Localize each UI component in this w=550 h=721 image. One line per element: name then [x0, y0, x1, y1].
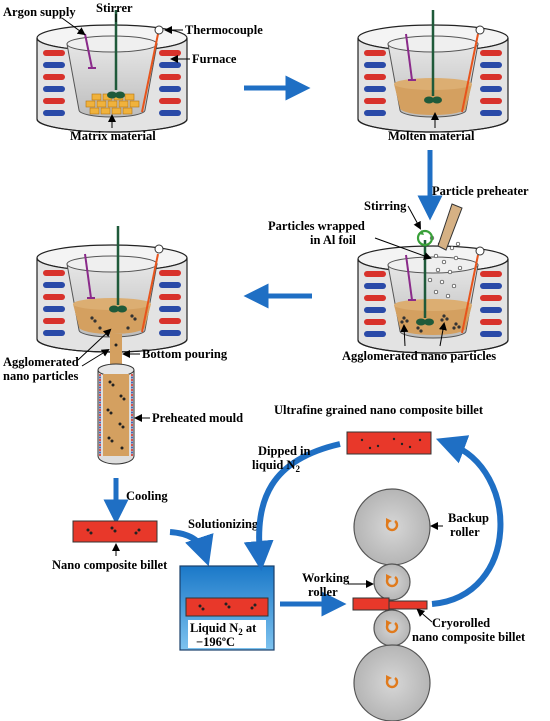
dipped-label-line1: Dipped in [258, 444, 311, 458]
argon-supply-label: Argon supply [3, 5, 76, 19]
solutionizing-label: Solutionizing [188, 517, 259, 531]
furnace-label: Furnace [192, 52, 237, 66]
matrix-material-label: Matrix material [70, 129, 156, 143]
backup-roller-top [353, 488, 431, 566]
preheated-mould-label: Preheated mould [152, 411, 243, 425]
bottom-pouring-label: Bottom pouring [142, 347, 228, 361]
particles-wrapped-label-line1: Particles wrapped [268, 219, 365, 233]
rolling-mill [352, 488, 431, 721]
stirring-label: Stirring [364, 199, 407, 213]
cooling-label: Cooling [126, 489, 168, 503]
working-roller-label-line2: roller [308, 585, 338, 599]
dipped-label-line2: liquid N2 [252, 458, 300, 474]
rotation-icon [385, 520, 399, 532]
liquid-nitrogen-bath [179, 565, 275, 651]
rotation-icon [385, 576, 399, 588]
furnace-particles [358, 203, 508, 353]
furnace-matrix [37, 10, 187, 132]
agglomerated-nano-particles-label: Agglomerated nano particles [342, 349, 496, 363]
agglomerated-label-line1: Agglomerated [3, 355, 79, 369]
rotation-icon [385, 622, 399, 634]
liquid-n2-label-line1: Liquid N2 at [190, 621, 257, 637]
thermocouple-label: Thermocouple [185, 23, 263, 37]
particles-wrapped-label-line2: in Al foil [310, 233, 356, 247]
backup-roller-label-line1: Backup [448, 511, 489, 525]
flow-arrow-dipped [243, 441, 341, 571]
working-roller-bottom [373, 609, 411, 647]
particle-preheater-label: Particle preheater [432, 184, 529, 198]
ultrafine-billet [346, 431, 432, 455]
flow-arrow-solutionizing [169, 529, 214, 567]
nano-composite-billet-label: Nano composite billet [52, 558, 168, 572]
cryorolled-label-line1: Cryorolled [432, 616, 490, 630]
agglomerated-label-line2: nano particles [3, 369, 78, 383]
liquid-n2-label-line2: −196ºC [196, 635, 235, 649]
furnace-pouring [37, 226, 187, 465]
flow-arrow-return [431, 435, 504, 607]
nano-composite-billet [72, 520, 158, 543]
furnace-molten [358, 10, 508, 132]
working-roller-label-line1: Working [302, 571, 350, 585]
cryorolled-label-line2: nano composite billet [412, 630, 526, 644]
backup-roller-label-line2: roller [450, 525, 480, 539]
working-roller-top [373, 563, 411, 601]
ultrafine-billet-label: Ultrafine grained nano composite billet [274, 403, 484, 417]
stirrer-label: Stirrer [96, 1, 133, 15]
molten-material-label: Molten material [388, 129, 475, 143]
rotation-icon [385, 677, 399, 689]
backup-roller-bottom [353, 644, 431, 721]
